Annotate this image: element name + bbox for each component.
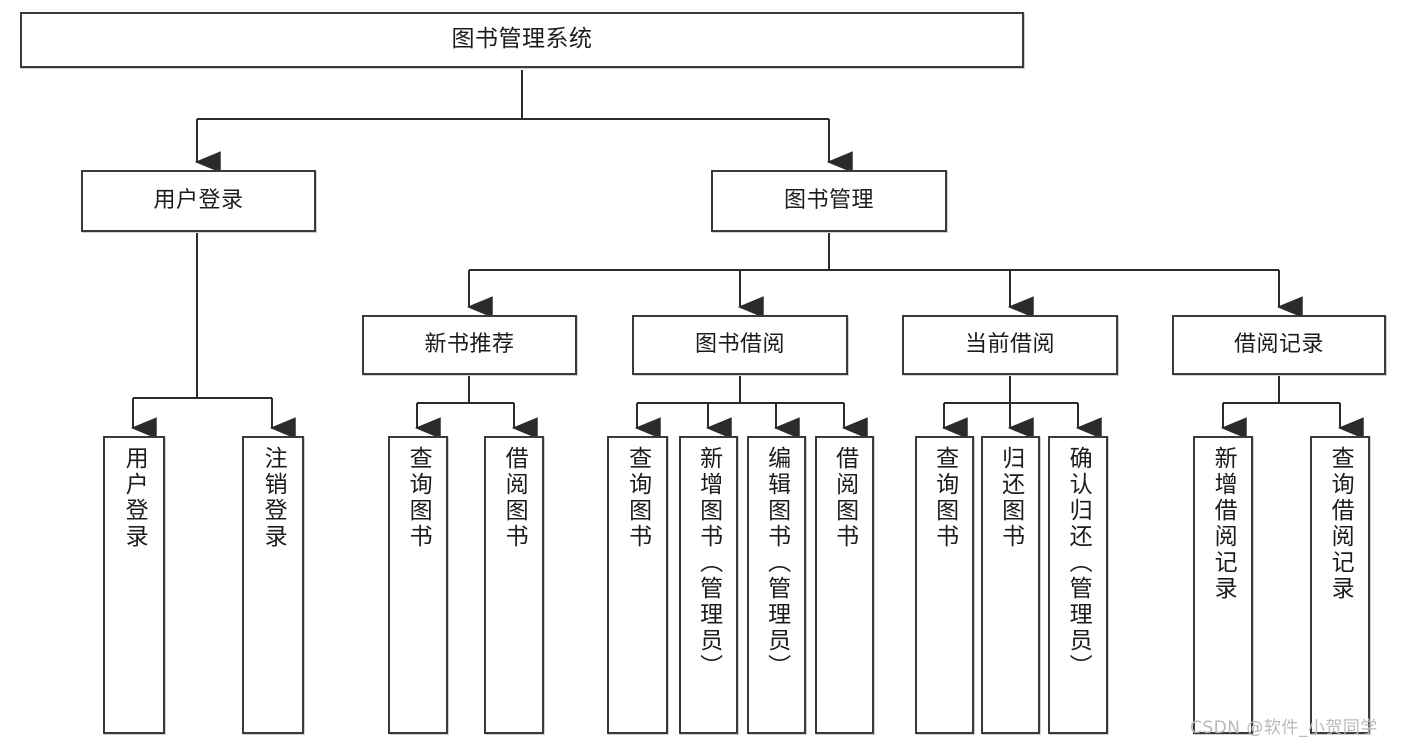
node-book-borrow[interactable]: 图书借阅 <box>632 315 848 375</box>
node-borrow-record[interactable]: 借阅记录 <box>1172 315 1386 375</box>
node-label: 查询图书 <box>931 446 958 550</box>
leaf-borrow-query-book[interactable]: 查询图书 <box>607 436 668 734</box>
node-current-borrow[interactable]: 当前借阅 <box>902 315 1118 375</box>
node-label: 借阅图书 <box>831 446 858 550</box>
leaf-current-return-book[interactable]: 归还图书 <box>981 436 1040 734</box>
leaf-borrow-borrow-book[interactable]: 借阅图书 <box>815 436 874 734</box>
node-user-login[interactable]: 用户登录 <box>81 170 316 232</box>
leaf-current-confirm-return-admin[interactable]: 确认归还（管理员） <box>1048 436 1108 734</box>
leaf-logout-login[interactable]: 注销登录 <box>242 436 304 734</box>
node-label: 新增借阅记录 <box>1210 446 1237 602</box>
node-label: 当前借阅 <box>964 332 1055 358</box>
node-label: 用户登录 <box>121 446 148 550</box>
leaf-borrow-edit-book-admin[interactable]: 编辑图书（管理员） <box>747 436 806 734</box>
leaf-current-query-book[interactable]: 查询图书 <box>915 436 974 734</box>
node-label: 新增图书（管理员） <box>695 446 722 680</box>
leaf-recommend-borrow-book[interactable]: 借阅图书 <box>484 436 544 734</box>
node-label: 图书借阅 <box>694 332 785 358</box>
node-label: 注销登录 <box>260 446 287 550</box>
node-label: 编辑图书（管理员） <box>763 446 790 680</box>
leaf-user-login[interactable]: 用户登录 <box>103 436 165 734</box>
leaf-record-add-borrow-record[interactable]: 新增借阅记录 <box>1193 436 1253 734</box>
leaf-record-query-borrow-record[interactable]: 查询借阅记录 <box>1310 436 1370 734</box>
node-book-management[interactable]: 图书管理 <box>711 170 947 232</box>
leaf-borrow-add-book-admin[interactable]: 新增图书（管理员） <box>679 436 738 734</box>
node-label: 查询图书 <box>405 446 432 550</box>
node-label: 查询借阅记录 <box>1327 446 1354 602</box>
node-label: 归还图书 <box>997 446 1024 550</box>
node-label: 确认归还（管理员） <box>1065 446 1092 680</box>
node-label: 借阅图书 <box>501 446 528 550</box>
node-label: 图书管理系统 <box>451 26 593 53</box>
node-new-book-recommend[interactable]: 新书推荐 <box>362 315 577 375</box>
node-label: 新书推荐 <box>424 332 515 358</box>
node-label: 用户登录 <box>153 188 244 214</box>
leaf-recommend-query-book[interactable]: 查询图书 <box>388 436 448 734</box>
node-root-book-management-system[interactable]: 图书管理系统 <box>20 12 1024 68</box>
node-label: 图书管理 <box>783 188 874 214</box>
node-label: 借阅记录 <box>1233 332 1324 358</box>
node-label: 查询图书 <box>624 446 651 550</box>
csdn-watermark: CSDN @软件_小贺同学 <box>1190 718 1378 738</box>
